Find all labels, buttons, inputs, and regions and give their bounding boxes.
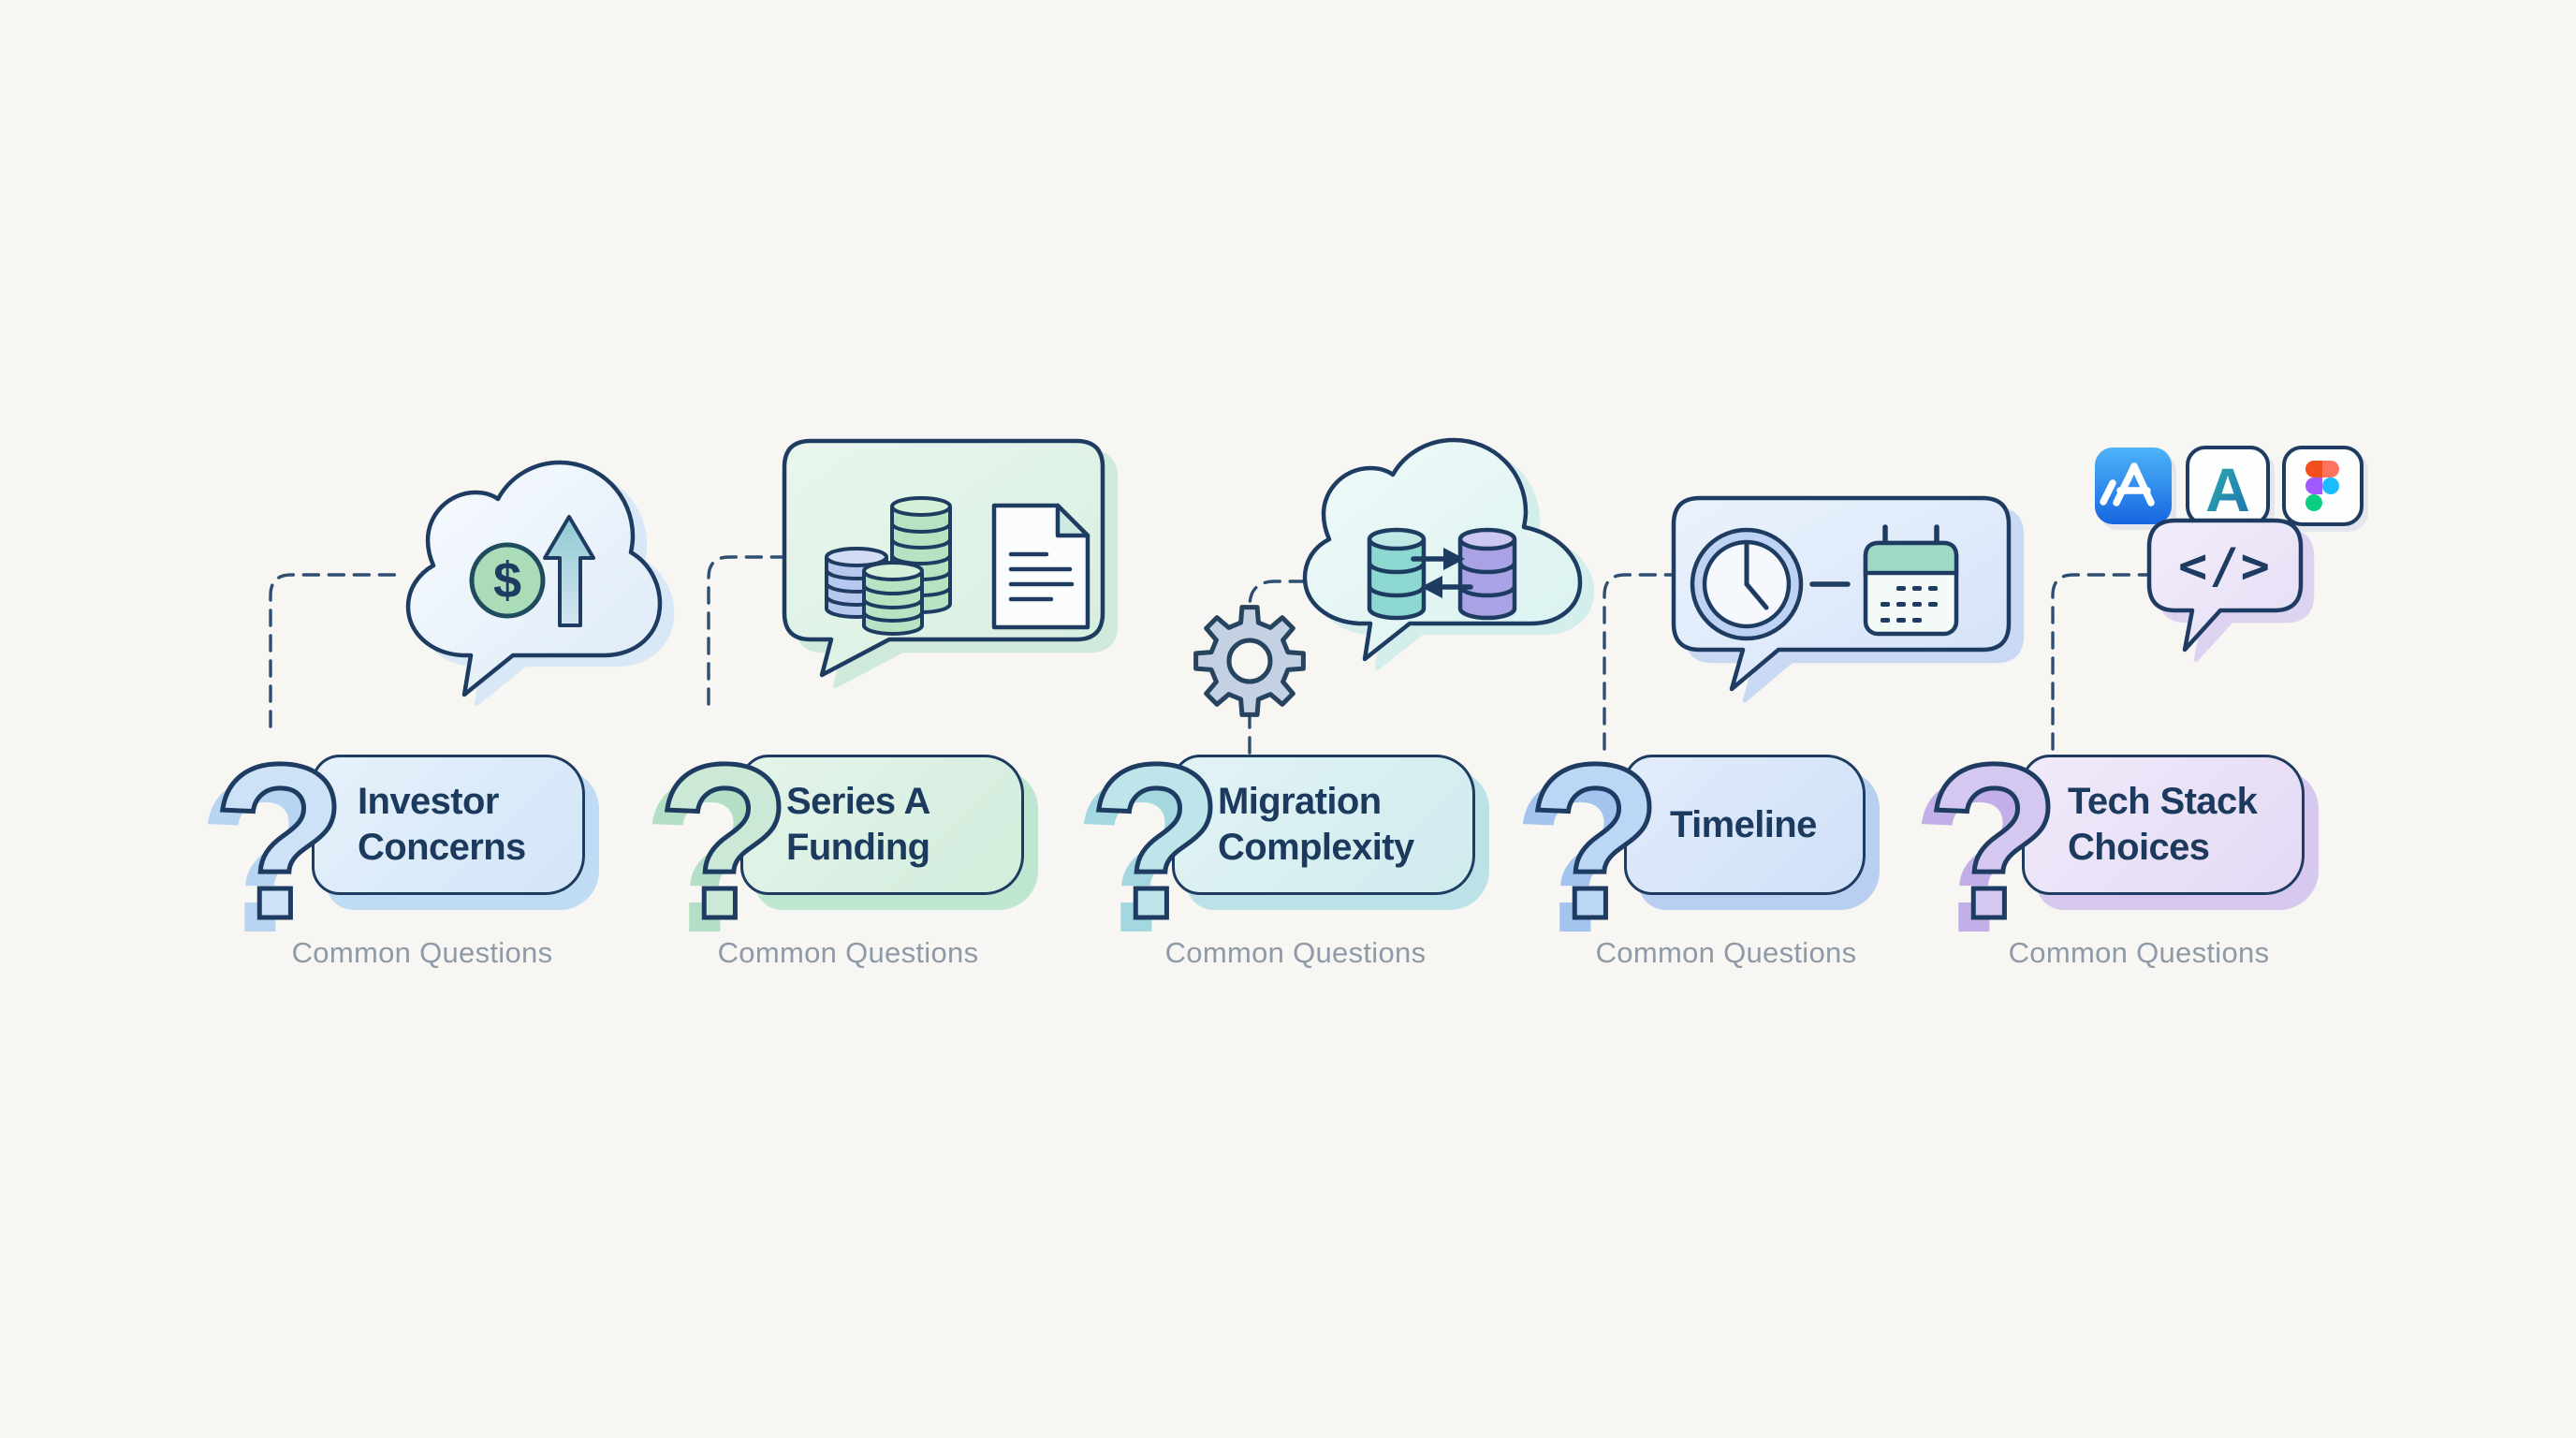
document-icon: [991, 503, 1090, 630]
database-purple-icon: [1457, 527, 1517, 621]
card-timeline: Timeline: [1624, 755, 1866, 895]
card-series-a-funding: Series A Funding: [740, 755, 1024, 895]
question-mark-icon: ?: [655, 718, 795, 964]
sync-arrows-icon: [1411, 548, 1473, 598]
funding-illustration: [782, 438, 1105, 678]
card-title: Series A Funding: [786, 781, 930, 868]
letter-a-app-icon: A: [2186, 446, 2270, 526]
dollar-symbol: $: [493, 552, 521, 609]
connector-investor-concerns: [269, 573, 406, 728]
coin-stack-green-front-icon: [862, 561, 924, 636]
card-title: Investor Concerns: [358, 781, 526, 868]
gear-icon: [1193, 605, 1306, 717]
card-title: Migration Complexity: [1218, 781, 1414, 868]
card-tech-stack-choices: Tech Stack Choices: [2022, 755, 2305, 895]
subtitle-common-questions: Common Questions: [1164, 936, 1427, 969]
subtitle-common-questions: Common Questions: [2008, 936, 2270, 969]
subtitle-common-questions: Common Questions: [1595, 936, 1857, 969]
connector-timeline: [1603, 573, 1674, 751]
connector-series-a-funding: [707, 555, 784, 706]
question-mark-icon: ?: [1087, 718, 1226, 964]
letter-a-glyph: A: [2205, 455, 2250, 524]
database-teal-icon: [1367, 527, 1427, 621]
card-migration-complexity: Migration Complexity: [1172, 755, 1475, 895]
growth-arrow-icon: [543, 515, 595, 627]
question-mark-icon: ?: [1526, 718, 1665, 964]
cloud-speech-bubble: [1302, 437, 1583, 662]
card-title: Timeline: [1670, 803, 1817, 845]
calendar-icon: [1863, 524, 1959, 637]
subtitle-common-questions: Common Questions: [291, 936, 553, 969]
question-mark-icon: ?: [211, 718, 350, 964]
subtitle-common-questions: Common Questions: [717, 936, 979, 969]
connector-migration-complexity: [1248, 580, 1307, 755]
card-title: Tech Stack Choices: [2068, 781, 2258, 868]
connector-tech-stack-choices: [2051, 573, 2149, 751]
clock-icon: [1690, 527, 1804, 641]
migration-illustration: [1193, 437, 1583, 717]
app-store-icon: [2095, 448, 2172, 524]
cloud-money-illustration: $: [405, 460, 663, 697]
tech-stack-illustration: A </>: [2095, 446, 2364, 653]
figma-icon: [2282, 446, 2364, 526]
question-mark-icon: ?: [1925, 718, 2064, 964]
code-speech-bubble: [2146, 518, 2304, 653]
dollar-coin-icon: [469, 542, 546, 619]
timeline-illustration: [1671, 495, 2012, 692]
code-tag-icon: </>: [2178, 538, 2272, 594]
card-investor-concerns: Investor Concerns: [312, 755, 585, 895]
